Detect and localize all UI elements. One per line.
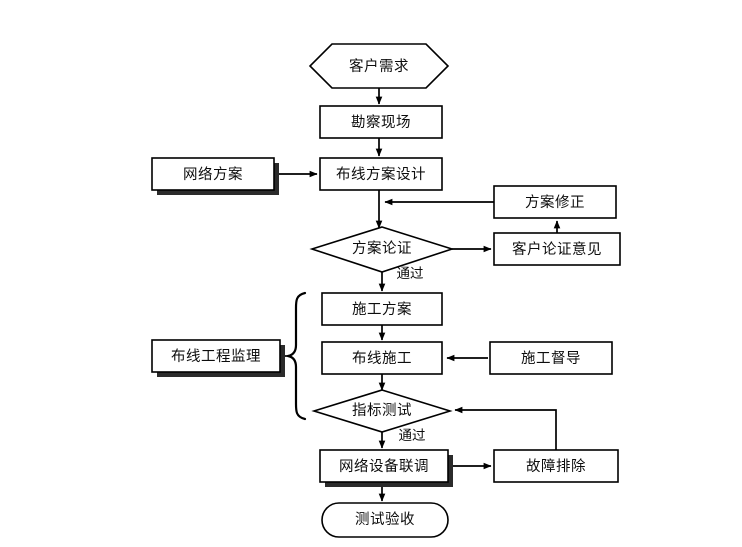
node-test-acceptance[interactable]: 测试验收 [321, 502, 449, 538]
node-label-plan-revision: 方案修正 [525, 193, 585, 211]
node-device-commission[interactable]: 网络设备联调 [319, 449, 453, 487]
node-plan-review[interactable]: 方案论证 [309, 226, 455, 273]
node-site-survey[interactable]: 勘察现场 [319, 105, 443, 139]
rect-shape [321, 341, 443, 375]
edge-fault-to-test-loop [454, 406, 557, 450]
node-label-construction-guide: 施工督导 [521, 350, 581, 367]
node-label-customer-opinion: 客户论证意见 [512, 240, 602, 258]
hexagon-shape [308, 43, 450, 89]
diamond-shape [311, 389, 453, 433]
rect-shape [319, 105, 443, 139]
node-label-network-plan: 网络方案 [183, 165, 243, 183]
edge-label-pass-test: 通过 [399, 428, 426, 444]
node-customer-requirement[interactable]: 客户需求 [308, 43, 450, 89]
edge-labels-group: 通过 通过 [397, 266, 426, 444]
node-label-index-test: 指标测试 [352, 402, 412, 419]
node-label-fault-clearing: 故障排除 [526, 457, 586, 475]
rect-shape [493, 185, 617, 219]
brace-icon [286, 291, 307, 421]
supervision-brace [286, 291, 307, 421]
node-label-plan-review: 方案论证 [352, 239, 412, 257]
node-index-test[interactable]: 指标测试 [311, 389, 453, 433]
rect-shape [319, 449, 449, 483]
node-customer-opinion[interactable]: 客户论证意见 [493, 232, 621, 266]
node-label-construction-plan: 施工方案 [352, 300, 412, 318]
rect-shape [493, 449, 619, 483]
rect-shape [489, 341, 613, 375]
node-fault-clearing[interactable]: 故障排除 [493, 449, 619, 483]
node-label-test-acceptance: 测试验收 [355, 511, 415, 528]
rect-shape [493, 232, 621, 266]
rect-shape [151, 339, 281, 373]
rect-shape [321, 292, 443, 326]
node-label-device-commission: 网络设备联调 [339, 458, 429, 475]
rect-shape [151, 157, 275, 191]
edge-label-pass-review: 通过 [397, 266, 424, 282]
node-label-cabling-design: 布线方案设计 [336, 165, 426, 183]
node-cabling-work[interactable]: 布线施工 [321, 341, 443, 375]
stadium-shape [321, 502, 449, 538]
node-construction-plan[interactable]: 施工方案 [321, 292, 443, 326]
node-label-site-survey: 勘察现场 [351, 113, 411, 131]
node-network-plan[interactable]: 网络方案 [151, 157, 279, 195]
rect-shape [319, 157, 443, 191]
nodes-group: 客户需求 勘察现场 布线方案设计 网络方案 方案修正 [151, 43, 621, 538]
node-label-cabling-supervision: 布线工程监理 [171, 348, 261, 365]
node-label-customer-requirement: 客户需求 [349, 58, 409, 75]
node-cabling-supervision[interactable]: 布线工程监理 [151, 339, 285, 377]
node-cabling-design[interactable]: 布线方案设计 [319, 157, 443, 191]
node-construction-guide[interactable]: 施工督导 [489, 341, 613, 375]
node-plan-revision[interactable]: 方案修正 [493, 185, 617, 219]
node-label-cabling-work: 布线施工 [352, 350, 412, 367]
diamond-shape [309, 226, 455, 273]
